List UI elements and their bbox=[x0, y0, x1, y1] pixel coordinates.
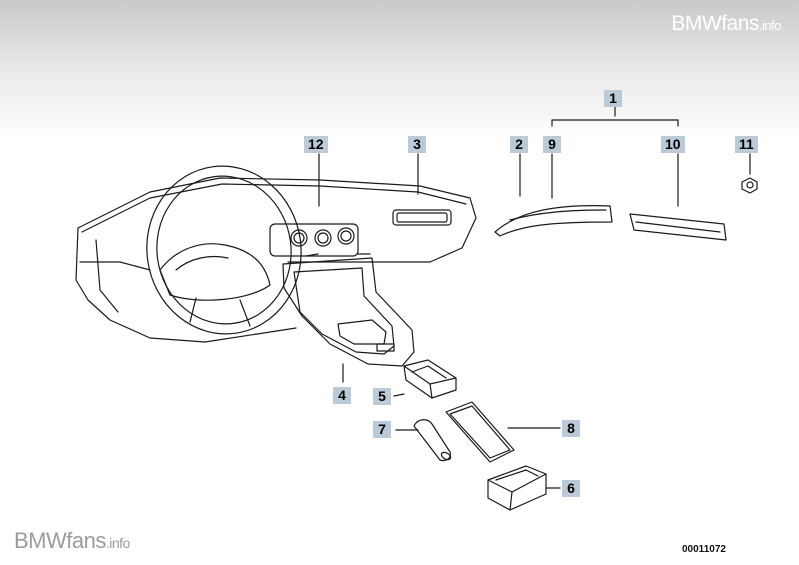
trim-strip-left bbox=[494, 205, 613, 237]
callout-12[interactable]: 12 bbox=[304, 136, 328, 153]
callout-8[interactable]: 8 bbox=[562, 420, 580, 437]
watermark-top: BMWfans.info bbox=[671, 12, 781, 35]
dashboard-illustration bbox=[75, 177, 477, 343]
callout-2[interactable]: 2 bbox=[510, 136, 528, 153]
callout-9[interactable]: 9 bbox=[543, 136, 561, 153]
callout-7[interactable]: 7 bbox=[373, 421, 391, 438]
callout-11[interactable]: 11 bbox=[735, 136, 758, 153]
storage-tray bbox=[487, 465, 547, 511]
callout-3[interactable]: 3 bbox=[408, 136, 426, 153]
callout-5[interactable]: 5 bbox=[373, 388, 391, 405]
callout-1[interactable]: 1 bbox=[604, 90, 622, 107]
center-console bbox=[282, 253, 415, 367]
callout-4[interactable]: 4 bbox=[333, 387, 351, 404]
insert-box bbox=[403, 359, 457, 399]
steering-wheel bbox=[146, 165, 302, 335]
trim-strip-right bbox=[629, 213, 727, 241]
grip-cylinder bbox=[413, 419, 452, 462]
leader-lines bbox=[318, 105, 751, 489]
callout-10[interactable]: 10 bbox=[661, 136, 685, 153]
cover-panel bbox=[445, 401, 515, 463]
header-gradient bbox=[0, 0, 799, 140]
diagram-number: 00011072 bbox=[682, 544, 726, 555]
watermark-bottom: BMWfans.info bbox=[14, 528, 130, 553]
callout-6[interactable]: 6 bbox=[562, 480, 580, 497]
nut-icon bbox=[741, 177, 758, 194]
